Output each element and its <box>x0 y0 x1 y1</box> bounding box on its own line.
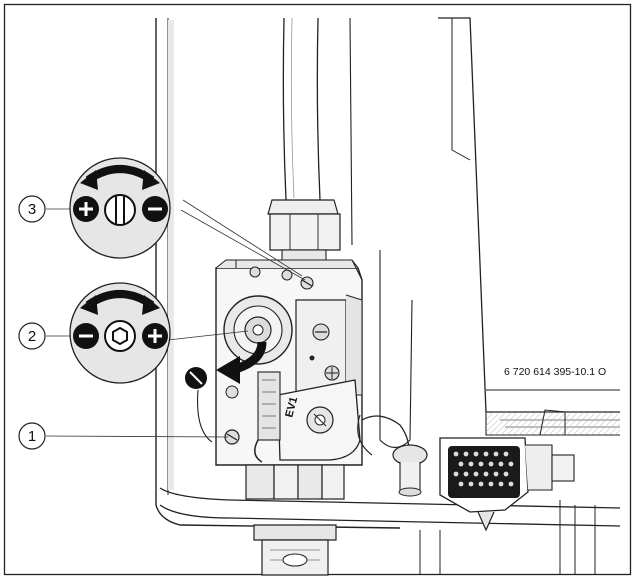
appliance-housing <box>155 17 621 529</box>
burner-grid <box>448 446 520 498</box>
callout-label: 1 <box>28 428 36 445</box>
callout-label: 3 <box>28 201 36 218</box>
callout-3: 3 <box>18 195 46 223</box>
detail-view-2 <box>69 282 171 384</box>
callout-2: 2 <box>18 322 46 350</box>
leader-lines <box>45 199 306 438</box>
detail-view-3 <box>69 157 171 259</box>
callout-1: 1 <box>18 422 46 450</box>
callout-label: 2 <box>28 328 36 345</box>
gas-valve: EV1 <box>185 259 363 576</box>
gas-flow-adjustment-screw <box>223 295 293 365</box>
figure-code: 6 720 614 395-10.1 O <box>504 366 606 378</box>
valve-marking: EV1 <box>283 396 300 419</box>
burner-assembly <box>357 409 596 575</box>
gas-supply-pipe <box>267 17 341 265</box>
